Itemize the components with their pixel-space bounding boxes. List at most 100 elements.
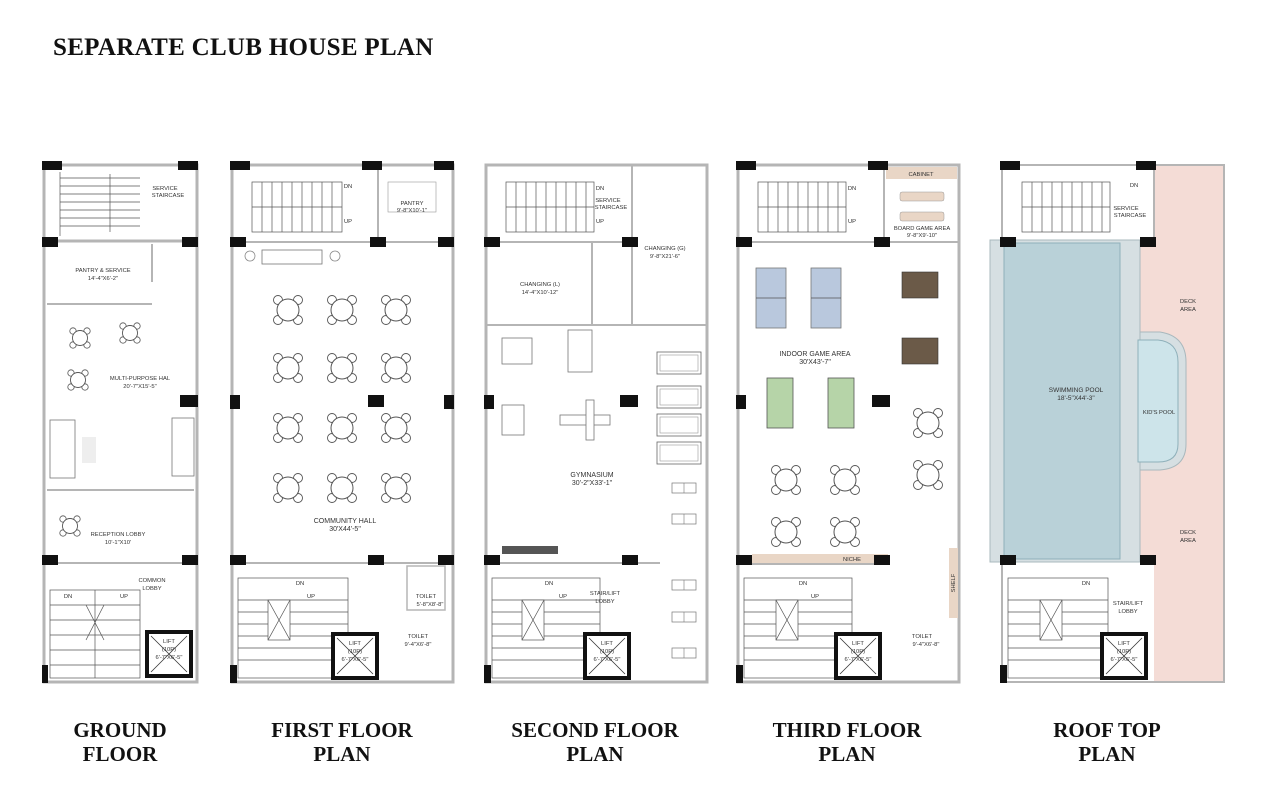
label-lift-1: LIFT (349, 641, 361, 647)
label-kids-pool: KID'S POOL (1143, 410, 1176, 416)
main-staircase-first (237, 577, 349, 679)
label-changing-g-2: 9'-8"X21'-6" (650, 254, 680, 260)
label-service-2: STAIRCASE (1114, 213, 1147, 219)
caption-ground: GROUND FLOOR (0, 718, 240, 766)
sofa (49, 419, 76, 479)
label-pantry-1: PANTRY (401, 201, 424, 207)
label-hall-2: 30'X44'-5" (329, 526, 361, 533)
label-up-top: UP (848, 219, 856, 225)
staircase-first-top (251, 181, 343, 233)
label-lift-1: LIFT (163, 639, 175, 645)
caption-second: SECOND FLOOR PLAN (475, 718, 715, 766)
label-deck-b-2: AREA (1180, 538, 1196, 544)
label-dn-top: DN (596, 186, 604, 192)
label-lift-3: 6'-7"X6'-5" (156, 655, 183, 661)
label-up-top: UP (596, 219, 604, 225)
columns-third (736, 161, 890, 683)
label-toilet-2: 9'-4"X6'-8" (913, 642, 940, 648)
label-service-1: SERVICE (1113, 206, 1138, 212)
plan-roof: DECK AREA DECK AREA DN SERVICE STAIRCASE… (989, 161, 1225, 683)
caption-third-line-2: PLAN (818, 742, 876, 766)
main-staircase-third (743, 577, 853, 679)
label-pantry-1: PANTRY & SERVICE (75, 268, 130, 274)
label-lift-2: (10P) (162, 647, 176, 653)
dumbbell-rack (502, 546, 558, 554)
columns-roof (1000, 161, 1156, 683)
label-service-staircase-1: SERVICE (152, 186, 177, 192)
columns-first (230, 161, 454, 683)
foosball-table (901, 337, 939, 365)
label-indoor-2: 30'X43'-7" (799, 359, 831, 366)
main-staircase-roof (1007, 577, 1109, 679)
stage-sofa (261, 249, 323, 265)
caption-ground-line-2: FLOOR (82, 742, 158, 766)
caption-roof-line-1: ROOF TOP (1053, 718, 1161, 742)
label-lift-2: (10P) (1117, 649, 1131, 655)
label-toilet-b-2: 9'-4"X6'-8" (405, 642, 432, 648)
label-up: UP (559, 594, 567, 600)
caption-second-line-2: PLAN (566, 742, 624, 766)
staircase-roof-top (1021, 181, 1111, 233)
label-changing-g-1: CHANGING (G) (644, 246, 685, 252)
shelf (949, 548, 958, 618)
label-up-top: UP (344, 219, 352, 225)
columns-ground (42, 161, 198, 683)
label-lift-2: (10P) (348, 649, 362, 655)
label-gym-2: 30'-2"X33'-1" (572, 480, 613, 487)
label-lobby-1: STAIR/LIFT (1113, 601, 1144, 607)
caption-ground-line-1: GROUND (73, 718, 167, 742)
label-toilet-b-1: TOILET (408, 634, 429, 640)
caption-first-line-2: PLAN (313, 742, 371, 766)
label-deck-a-1: DECK (1180, 299, 1196, 305)
caption-first: FIRST FLOOR PLAN (222, 718, 462, 766)
staircase-third-top (757, 181, 847, 233)
caption-third: THIRD FLOOR PLAN (727, 718, 967, 766)
label-reception-1: RECEPTION LOBBY (91, 532, 146, 538)
label-lift-3: 6'-7"X6'-5" (1111, 657, 1138, 663)
dining-table (69, 327, 91, 349)
dining-table (119, 322, 141, 344)
label-dn: DN (799, 581, 807, 587)
label-service-1: SERVICE (595, 198, 620, 204)
caption-second-line-1: SECOND FLOOR (511, 718, 679, 742)
cabinet (886, 167, 957, 179)
label-changing-l-1: CHANGING (L) (520, 282, 560, 288)
label-lift-1: LIFT (852, 641, 864, 647)
reception-chair (59, 515, 81, 537)
label-lift-3: 6'-7"X6'-5" (342, 657, 369, 663)
label-reception-2: 10'-1"X10' (105, 540, 131, 546)
label-pantry-2: 9'-8"X10'-1" (397, 208, 427, 214)
label-hall-1: MULTI-PURPOSE HAL (110, 376, 171, 382)
label-dn-top: DN (848, 186, 856, 192)
niche (752, 554, 888, 563)
label-hall-1: COMMUNITY HALL (314, 518, 377, 525)
foosball-table (901, 271, 939, 299)
plan-first: DN UP PANTRY 9'-8"X10'-1" COMMUNITY HALL… (230, 161, 455, 684)
label-dn: DN (1082, 581, 1090, 587)
label-pool-1: SWIMMING POOL (1049, 387, 1104, 394)
label-up: UP (307, 594, 315, 600)
label-service-2: STAIRCASE (595, 205, 628, 211)
swimming-pool (1003, 242, 1121, 560)
coffee-table (82, 437, 96, 463)
label-deck-a-2: AREA (1180, 307, 1196, 313)
label-indoor-1: INDOOR GAME AREA (779, 351, 851, 358)
label-toilet-a-1: TOILET (416, 594, 437, 600)
label-shelf: SHELF (951, 573, 957, 592)
label-dn: DN (296, 581, 304, 587)
label-dn: DN (545, 581, 553, 587)
label-pool-2: 18'-5"X44'-3" (1057, 395, 1095, 402)
label-dn: DN (64, 594, 72, 600)
plan-second: DN SERVICE STAIRCASE UP CHANGING (G) 9'-… (484, 163, 709, 684)
staircase-second-top (505, 181, 595, 233)
label-dn-top: DN (1130, 183, 1138, 189)
label-lobby-2: LOBBY (1118, 609, 1137, 615)
label-deck-b-1: DECK (1180, 530, 1196, 536)
pool-table (766, 377, 794, 429)
service-staircase-ground (59, 172, 140, 236)
main-staircase-second (491, 577, 601, 679)
page-title: SEPARATE CLUB HOUSE PLAN (53, 34, 434, 61)
kids-pool (1137, 339, 1179, 463)
label-common-1: COMMON (138, 578, 165, 584)
